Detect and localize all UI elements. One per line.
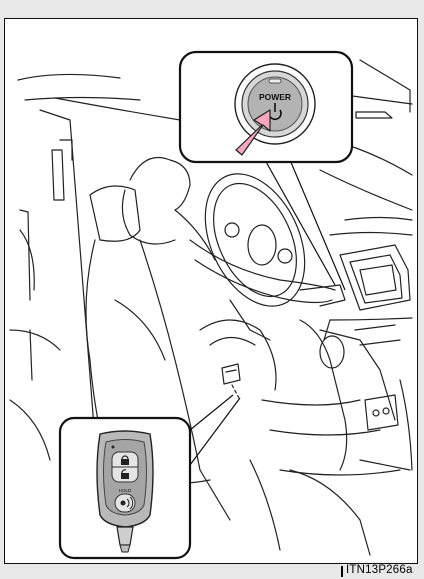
smart-key-hold-label: HOLD (119, 488, 132, 493)
zoom-connectors (190, 160, 345, 465)
power-button-callout (180, 52, 352, 162)
power-button-label: POWER (259, 92, 291, 102)
figure-code: ITN13P266a (346, 564, 413, 576)
figure-code-bar (341, 566, 343, 577)
